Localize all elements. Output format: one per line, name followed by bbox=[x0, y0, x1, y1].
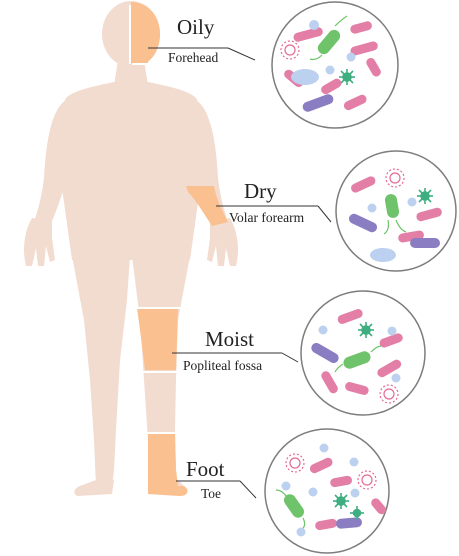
left-arm bbox=[34, 98, 78, 226]
rod-bacterium-icon bbox=[321, 78, 342, 95]
fungus-spore-icon bbox=[385, 168, 405, 188]
rod-bacterium-icon bbox=[371, 498, 387, 515]
left-leg bbox=[72, 256, 130, 486]
popliteal-fossa-highlight bbox=[137, 308, 178, 370]
spiky-microbe-icon bbox=[417, 188, 433, 204]
torso bbox=[60, 82, 202, 260]
site-title-foot: Foot bbox=[186, 457, 225, 481]
forehead-highlight-lower bbox=[131, 48, 148, 64]
rod-bacterium-icon bbox=[377, 359, 402, 378]
label-moist: Moist Popliteal fossa bbox=[172, 327, 299, 373]
rod-bacterium-icon bbox=[379, 333, 403, 348]
right-arm bbox=[184, 98, 228, 226]
volar-forearm-highlight bbox=[186, 186, 228, 226]
rod-bacterium-icon bbox=[350, 41, 378, 56]
rod-bacterium-icon bbox=[293, 27, 323, 42]
coccus-icon bbox=[367, 203, 377, 213]
site-subtitle-volar-forearm: Volar forearm bbox=[229, 210, 305, 225]
spiky-microbe-icon bbox=[339, 69, 355, 85]
spiky-microbe-icon bbox=[358, 322, 374, 338]
human-body-figure bbox=[24, 1, 238, 496]
coccus-icon bbox=[387, 326, 397, 336]
rod-bacterium-icon bbox=[351, 176, 376, 193]
spiky-microbe-icon bbox=[333, 493, 349, 509]
diplobacillus-purple-icon bbox=[311, 343, 339, 363]
site-title-dry: Dry bbox=[244, 179, 277, 203]
right-hand bbox=[207, 218, 238, 266]
bacillus-green-icon bbox=[384, 194, 400, 218]
bacillus-green-icon bbox=[283, 494, 305, 518]
spiky-microbe-icon bbox=[350, 506, 364, 520]
site-title-moist: Moist bbox=[205, 327, 254, 351]
coccus-icon bbox=[318, 325, 328, 335]
diplobacillus-purple-icon bbox=[410, 238, 440, 248]
rod-bacterium-icon bbox=[416, 207, 442, 222]
coccus-icon bbox=[309, 20, 319, 30]
left-hand bbox=[24, 218, 55, 266]
coccus-icon bbox=[350, 488, 360, 498]
label-foot: Foot Toe bbox=[176, 457, 257, 501]
label-dry: Dry Volar forearm bbox=[216, 179, 332, 225]
diplobacillus-purple-icon bbox=[302, 94, 334, 112]
rod-bacterium-icon bbox=[330, 475, 352, 488]
site-title-oily: Oily bbox=[177, 15, 215, 39]
site-subtitle-forehead: Forehead bbox=[168, 50, 218, 65]
toe-highlight bbox=[148, 434, 188, 496]
fungus-spore-icon bbox=[285, 453, 305, 473]
site-subtitle-toe: Toe bbox=[201, 486, 221, 501]
coccus-icon bbox=[296, 527, 306, 537]
fungus-spore-icon bbox=[280, 40, 300, 60]
fungus-spore-icon bbox=[357, 470, 377, 490]
diplobacillus-purple-icon bbox=[336, 517, 362, 529]
label-oily: Oily Forehead bbox=[148, 15, 256, 65]
coccus-icon bbox=[346, 52, 356, 62]
rod-bacterium-icon bbox=[321, 371, 338, 394]
left-foot bbox=[74, 480, 114, 496]
diplobacillus-purple-icon bbox=[348, 213, 378, 233]
site-subtitle-popliteal-fossa: Popliteal fossa bbox=[183, 358, 262, 373]
coccus-icon bbox=[319, 443, 329, 453]
coccus-icon bbox=[325, 65, 335, 75]
rod-bacterium-icon bbox=[366, 57, 381, 77]
coccus-icon bbox=[407, 197, 417, 207]
microbe-circle-oily bbox=[271, 1, 399, 129]
bacillus-green-icon bbox=[343, 351, 371, 369]
rod-bacterium-icon bbox=[343, 94, 367, 111]
rod-bacterium-icon bbox=[350, 21, 372, 34]
leg-section-lines bbox=[129, 5, 180, 434]
yeast-cell-icon bbox=[370, 248, 396, 262]
bacillus-green-icon bbox=[317, 29, 341, 55]
coccus-icon bbox=[391, 373, 401, 383]
microbe-circle-foot bbox=[264, 428, 390, 554]
microbe-circle-moist bbox=[300, 290, 426, 416]
rod-bacterium-icon bbox=[309, 457, 333, 474]
coccus-icon bbox=[349, 457, 359, 467]
coccus-icon bbox=[281, 481, 291, 491]
yeast-cell-icon bbox=[291, 69, 319, 85]
sample-site-highlights bbox=[131, 2, 228, 496]
fungus-spore-icon bbox=[379, 384, 399, 404]
rod-bacterium-icon bbox=[315, 518, 337, 531]
rod-bacterium-icon bbox=[345, 382, 369, 395]
neck bbox=[114, 60, 148, 86]
rod-bacterium-icon bbox=[337, 309, 363, 324]
coccus-icon bbox=[308, 487, 318, 497]
microbe-circle-dry bbox=[335, 150, 457, 272]
